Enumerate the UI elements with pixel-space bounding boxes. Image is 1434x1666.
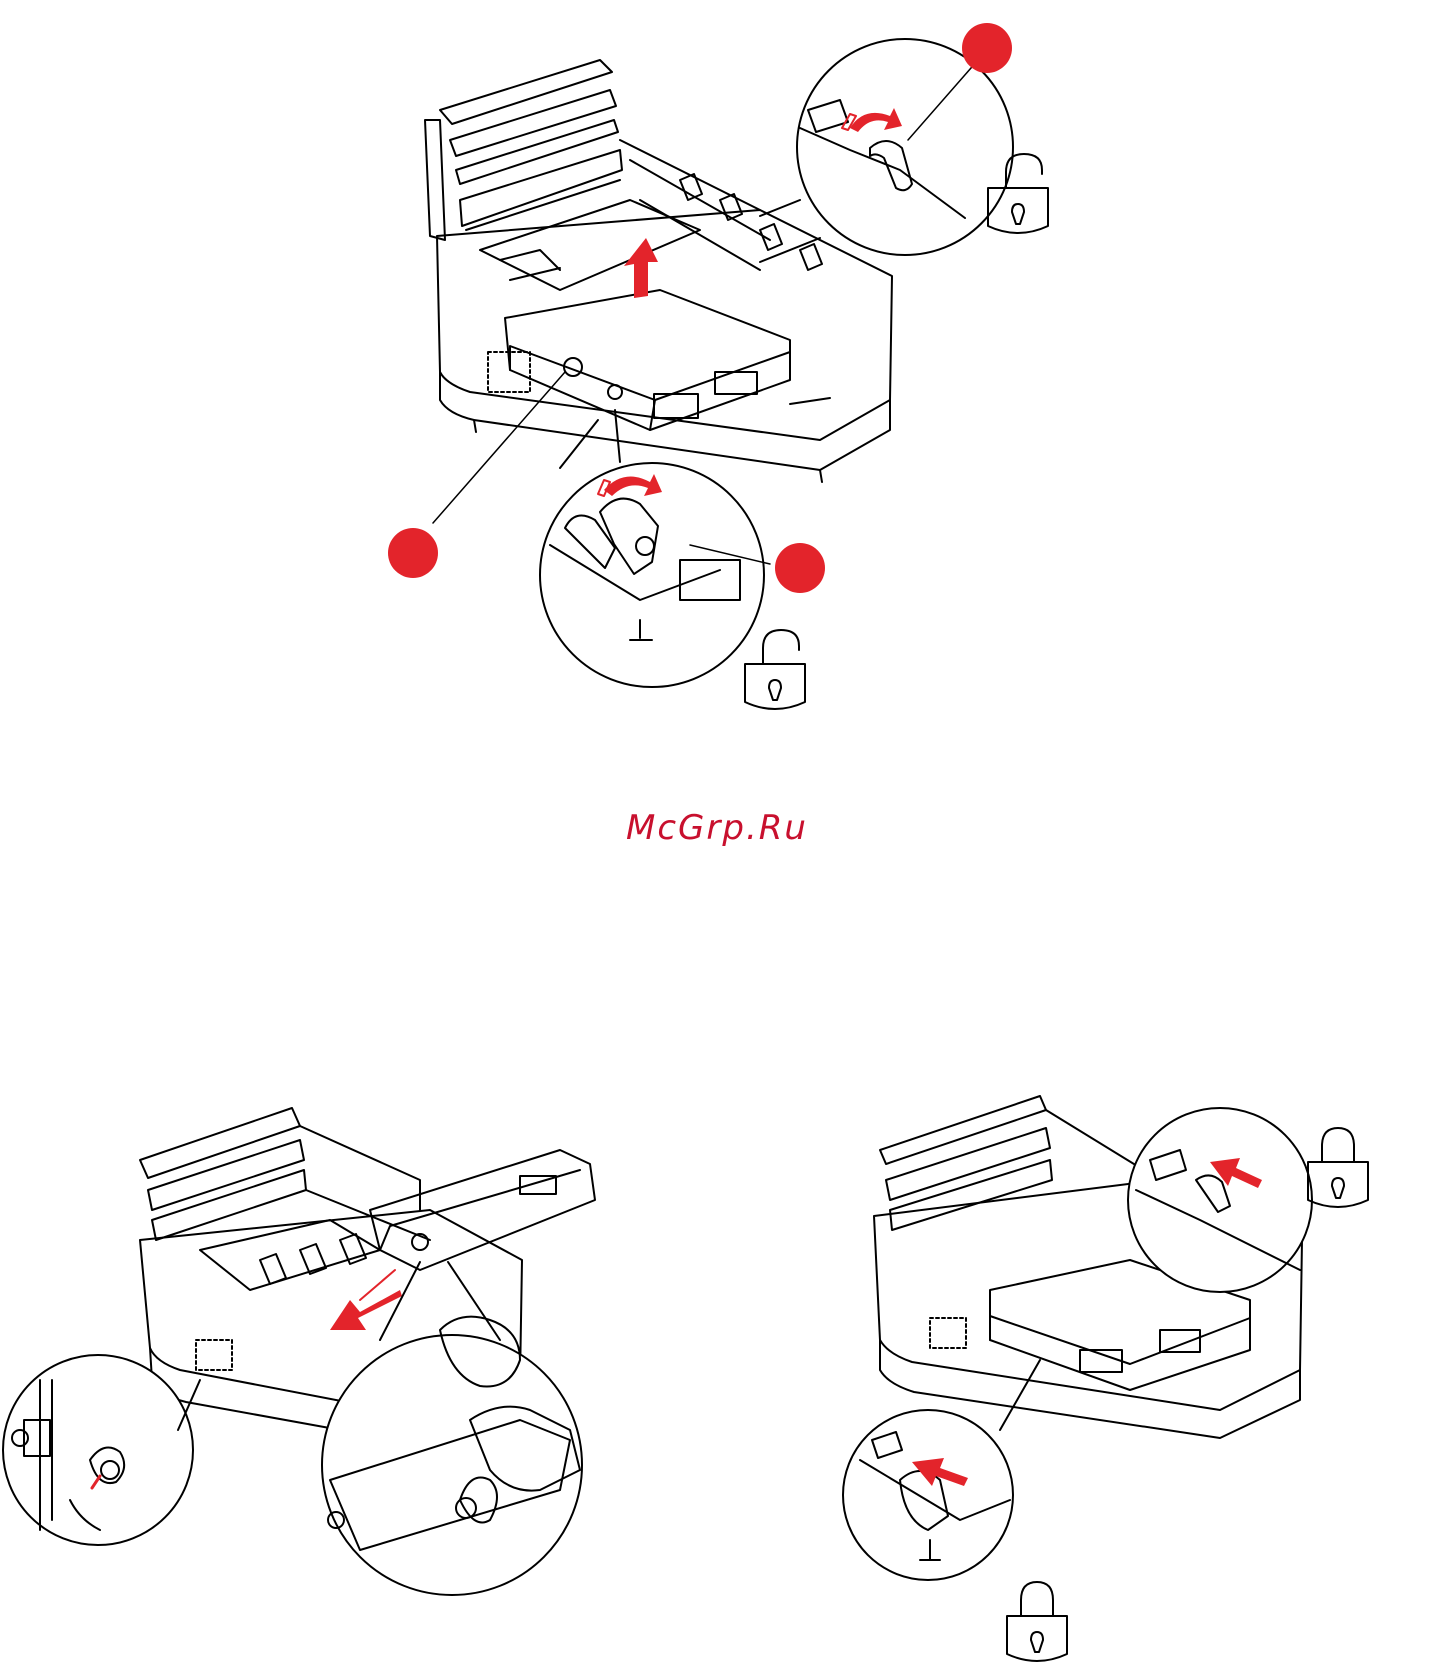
detail-circle-hand (322, 1317, 582, 1595)
arrow-up-icon (624, 238, 658, 298)
callout-dot-3 (775, 543, 825, 593)
figure-remove-belt (388, 23, 1048, 709)
figure-lock-belt (843, 1096, 1368, 1661)
lock-padlock-icon (1308, 1128, 1368, 1207)
unlock-padlock-icon (745, 630, 805, 709)
callout-dot-1 (962, 23, 1012, 73)
callout-dot-2 (388, 528, 438, 578)
detail-circle-left (3, 1355, 193, 1545)
detail-circle-lock-left (843, 1410, 1013, 1580)
figure-insert-belt (3, 1108, 595, 1595)
watermark-text: McGrp.Ru (0, 808, 1434, 848)
lock-padlock-icon (1007, 1582, 1067, 1661)
detail-circle-bottom (540, 463, 764, 687)
detail-circle-lock-right (1128, 1108, 1312, 1292)
